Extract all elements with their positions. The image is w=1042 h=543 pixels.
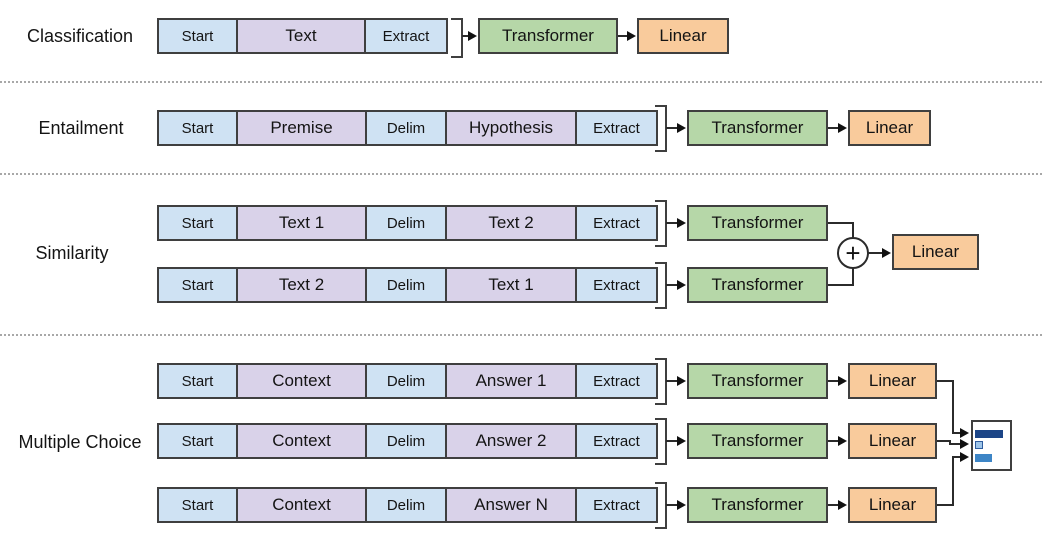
arrow-icon xyxy=(677,280,686,290)
token-box-extract: Extract xyxy=(575,110,658,146)
plus-symbol: + xyxy=(845,238,860,268)
token-box-delim: Delim xyxy=(365,363,447,399)
arrow-icon xyxy=(838,500,847,510)
arrow-icon xyxy=(838,376,847,386)
score-bar-2 xyxy=(975,441,983,449)
text-box-context: Context xyxy=(236,423,367,459)
text-box-text2: Text 2 xyxy=(445,205,577,241)
arrow-icon xyxy=(960,428,969,438)
transformer-box: Transformer xyxy=(687,423,828,459)
separator xyxy=(0,173,1042,175)
linear-box: Linear xyxy=(637,18,729,54)
arrow-icon xyxy=(677,500,686,510)
arrow-icon xyxy=(677,123,686,133)
transformer-box: Transformer xyxy=(687,110,828,146)
arrow-icon xyxy=(677,436,686,446)
token-box-extract: Extract xyxy=(575,363,658,399)
text-box-answerN: Answer N xyxy=(445,487,577,523)
text-box-text2: Text 2 xyxy=(236,267,367,303)
token-box-start: Start xyxy=(157,363,238,399)
arrow-icon xyxy=(677,218,686,228)
sum-line-top xyxy=(828,222,854,238)
linear-box: Linear xyxy=(892,234,979,270)
score-line-1 xyxy=(937,380,960,434)
token-box-extract: Extract xyxy=(364,18,448,54)
token-box-extract: Extract xyxy=(575,487,658,523)
linear-box: Linear xyxy=(848,110,931,146)
task-label-classification: Classification xyxy=(26,25,134,46)
linear-box: Linear xyxy=(848,487,937,523)
separator xyxy=(0,334,1042,336)
text-box-context: Context xyxy=(236,487,367,523)
token-box-extract: Extract xyxy=(575,267,658,303)
text-box-hypothesis: Hypothesis xyxy=(445,110,577,146)
token-box-start: Start xyxy=(157,205,238,241)
bracket-classification xyxy=(451,18,463,58)
sum-line-bottom xyxy=(828,268,854,286)
arrow-icon xyxy=(960,439,969,449)
transformer-box: Transformer xyxy=(687,205,828,241)
arrow-icon xyxy=(960,452,969,462)
task-label-entailment: Entailment xyxy=(38,117,124,138)
transformer-box: Transformer xyxy=(687,487,828,523)
separator xyxy=(0,81,1042,83)
arrow-icon xyxy=(838,123,847,133)
answer-score-chart xyxy=(971,420,1012,471)
text-box-premise: Premise xyxy=(236,110,367,146)
text-box-text1: Text 1 xyxy=(445,267,577,303)
token-box-start: Start xyxy=(157,18,238,54)
score-line-2 xyxy=(937,440,960,445)
transformer-box: Transformer xyxy=(687,363,828,399)
token-box-start: Start xyxy=(157,487,238,523)
linear-box: Linear xyxy=(848,423,937,459)
arrow-icon xyxy=(468,31,477,41)
text-box: Text xyxy=(236,18,366,54)
linear-box: Linear xyxy=(848,363,937,399)
token-box-start: Start xyxy=(157,110,238,146)
token-box-extract: Extract xyxy=(575,423,658,459)
text-box-text1: Text 1 xyxy=(236,205,367,241)
token-box-delim: Delim xyxy=(365,423,447,459)
score-line-3 xyxy=(937,456,960,506)
token-box-delim: Delim xyxy=(365,487,447,523)
token-box-start: Start xyxy=(157,423,238,459)
token-box-start: Start xyxy=(157,267,238,303)
token-box-delim: Delim xyxy=(365,267,447,303)
token-box-delim: Delim xyxy=(365,110,447,146)
transformer-box: Transformer xyxy=(687,267,828,303)
arrow-icon xyxy=(882,248,891,258)
text-box-answer2: Answer 2 xyxy=(445,423,577,459)
task-label-multiple-choice: Multiple Choice xyxy=(18,431,142,452)
text-box-context: Context xyxy=(236,363,367,399)
arrow-icon xyxy=(838,436,847,446)
score-bar-3 xyxy=(975,454,992,462)
plus-icon xyxy=(837,237,869,269)
token-box-delim: Delim xyxy=(365,205,447,241)
task-label-similarity: Similarity xyxy=(35,242,109,263)
arrow-icon xyxy=(627,31,636,41)
score-bar-1 xyxy=(975,430,1003,438)
token-box-extract: Extract xyxy=(575,205,658,241)
arrow-icon xyxy=(677,376,686,386)
transformer-box: Transformer xyxy=(478,18,618,54)
text-box-answer1: Answer 1 xyxy=(445,363,577,399)
